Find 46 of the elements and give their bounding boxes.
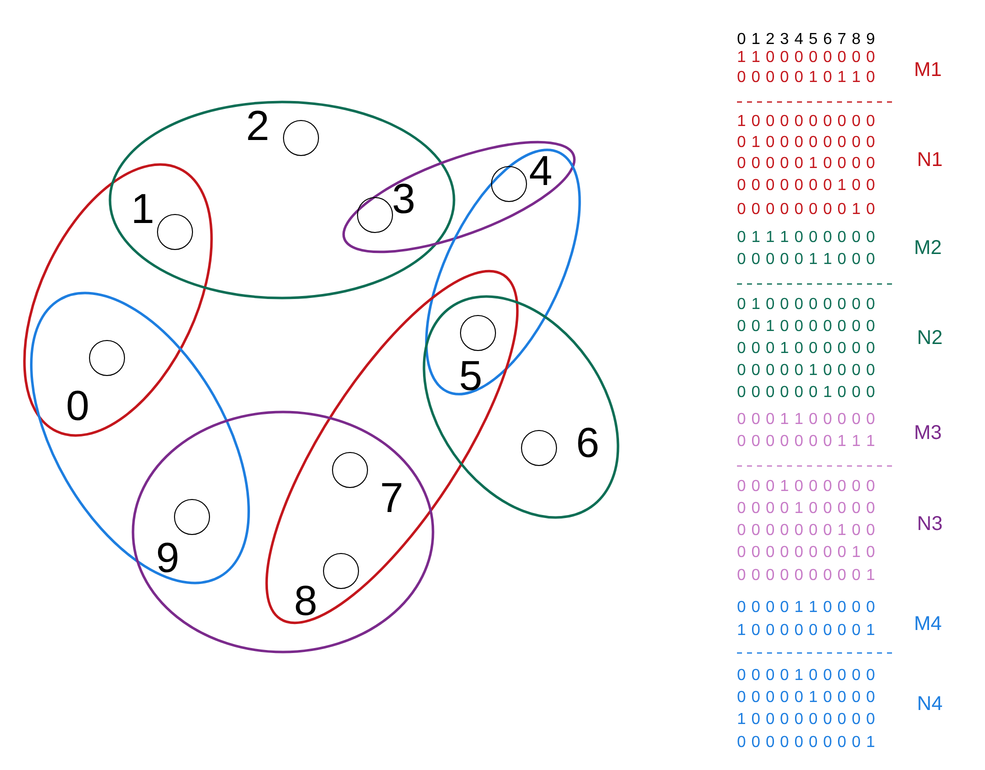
vertex-number: 1 [131, 188, 154, 230]
matrix-row: 0 0 0 0 0 1 0 0 0 0 [737, 689, 876, 707]
matrix-row: 0 0 0 0 1 1 0 0 0 0 [737, 599, 876, 617]
matrix-row: 0 0 0 0 0 0 0 1 1 1 [737, 433, 876, 451]
matrix-row: 0 0 0 0 0 0 0 0 0 1 [737, 567, 876, 585]
vertex-number: 0 [66, 385, 90, 427]
vertex-number: 5 [459, 355, 482, 397]
matrix-row: 1 0 0 0 0 0 0 0 0 0 [737, 113, 876, 131]
matrix-row: 0 0 0 1 0 0 0 0 0 0 [737, 478, 876, 496]
matrix-row: 1 1 0 0 0 0 0 0 0 0 [737, 49, 876, 67]
matrix-row: 0 0 1 0 0 0 0 0 0 0 [737, 318, 876, 336]
matrix-row: 0 0 0 0 0 0 0 0 1 0 [737, 544, 876, 562]
matrix-row: 0 0 0 0 0 1 0 0 0 0 [737, 362, 876, 380]
vertex-number: 2 [246, 105, 270, 147]
matrix-name: N2 [917, 327, 943, 349]
vertex-number: 8 [294, 580, 318, 622]
matrix-row: 0 1 1 1 0 0 0 0 0 0 [737, 229, 876, 247]
matrix-name: N3 [917, 513, 943, 535]
matrix-name: M2 [914, 237, 942, 259]
matrix-row: 0 0 0 0 0 0 1 0 0 0 [737, 384, 876, 402]
matrix-row: 1 0 0 0 0 0 0 0 0 1 [737, 622, 876, 640]
matrix-row: 0 1 0 0 0 0 0 0 0 0 [737, 296, 876, 314]
column-index-header: 0 1 2 3 4 5 6 7 8 9 [737, 31, 876, 49]
vertex-number: 9 [156, 537, 180, 579]
matrix-row: 0 0 0 0 0 1 1 0 0 0 [737, 251, 876, 269]
vertex-number: 3 [392, 178, 416, 220]
matrix-row: 0 0 0 0 0 0 0 1 0 0 [737, 522, 876, 540]
matrix-row: 1 0 0 0 0 0 0 0 0 0 [737, 711, 876, 729]
vertex-number: 7 [380, 477, 404, 519]
matrix-name: M3 [914, 422, 942, 444]
matrix-row: 0 0 0 0 0 0 0 0 0 1 [737, 734, 876, 752]
matrix-row: 0 0 0 0 0 1 0 1 1 0 [737, 69, 876, 87]
matrix-name: M4 [914, 613, 942, 635]
matrix-row: 0 0 0 0 0 0 0 1 0 0 [737, 177, 876, 195]
vertex-number: 6 [576, 422, 600, 464]
matrix-name: M1 [914, 59, 942, 81]
matrix-name: N1 [917, 149, 943, 171]
matrix-row: 0 0 0 0 1 0 0 0 0 0 [737, 667, 876, 685]
matrix-row: 0 0 0 1 0 0 0 0 0 0 [737, 340, 876, 358]
matrix-row: 0 0 0 1 1 0 0 0 0 0 [737, 411, 876, 429]
matrix-row: 0 1 0 0 0 0 0 0 0 0 [737, 134, 876, 152]
matrix-row: 0 0 0 0 0 0 0 0 1 0 [737, 201, 876, 219]
matrix-row: 0 0 0 0 1 0 0 0 0 0 [737, 500, 876, 518]
vertex-number: 4 [529, 150, 552, 192]
matrix-name: N4 [917, 693, 943, 715]
matrix-row: 0 0 0 0 0 1 0 0 0 0 [737, 155, 876, 173]
